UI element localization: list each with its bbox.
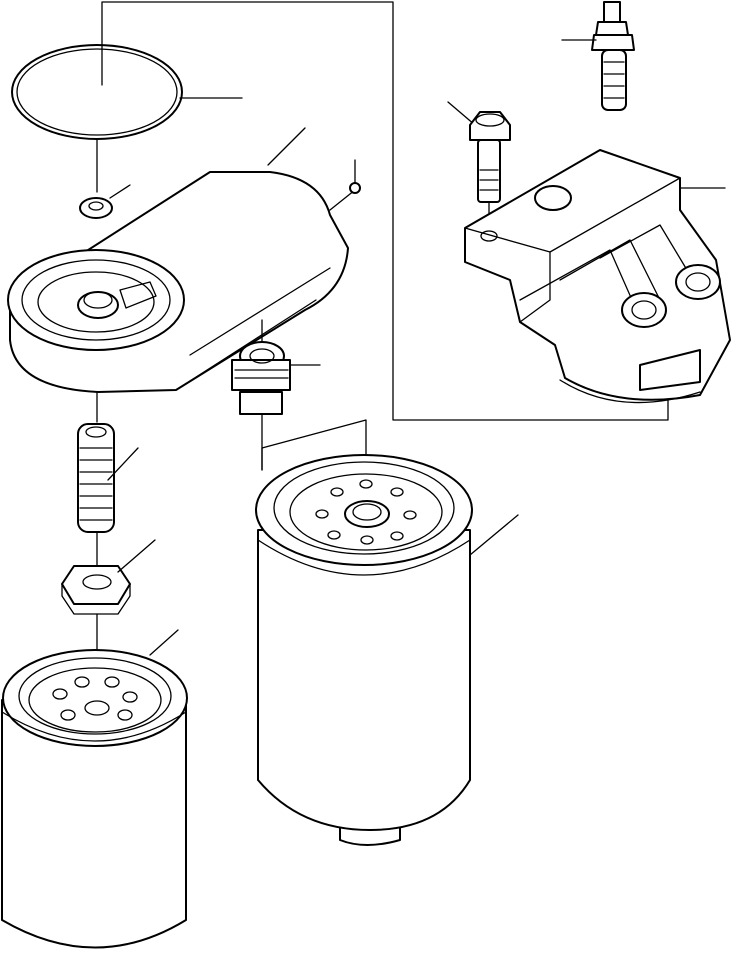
callout-leader-head-plug: [329, 189, 356, 211]
o-ring-seal[interactable]: [11, 44, 243, 140]
hex-nut[interactable]: [61, 539, 156, 669]
callout-leader-oil-filter: [149, 629, 179, 656]
callout-leader-nut: [117, 539, 156, 573]
oil-filter-left[interactable]: [1, 629, 188, 949]
threaded-stud[interactable]: [77, 391, 139, 566]
head-plug-point: [349, 182, 361, 194]
callout-leader-washer: [109, 184, 131, 199]
callout-leader-fuel-filter: [469, 514, 519, 556]
plug-fitting[interactable]: [231, 319, 367, 471]
callout-leader-filter-head: [267, 127, 306, 166]
callout-leader-stud: [107, 447, 139, 481]
breather-fitting[interactable]: [561, 1, 635, 111]
assembly-frame-line: [101, 1, 669, 421]
callout-leader-bolt: [447, 101, 476, 126]
small-washer[interactable]: [79, 184, 131, 219]
mounting-bracket[interactable]: [464, 149, 731, 404]
filter-head[interactable]: [7, 127, 361, 393]
fuel-filter-right[interactable]: [255, 454, 519, 846]
mounting-bolt[interactable]: [447, 101, 511, 227]
